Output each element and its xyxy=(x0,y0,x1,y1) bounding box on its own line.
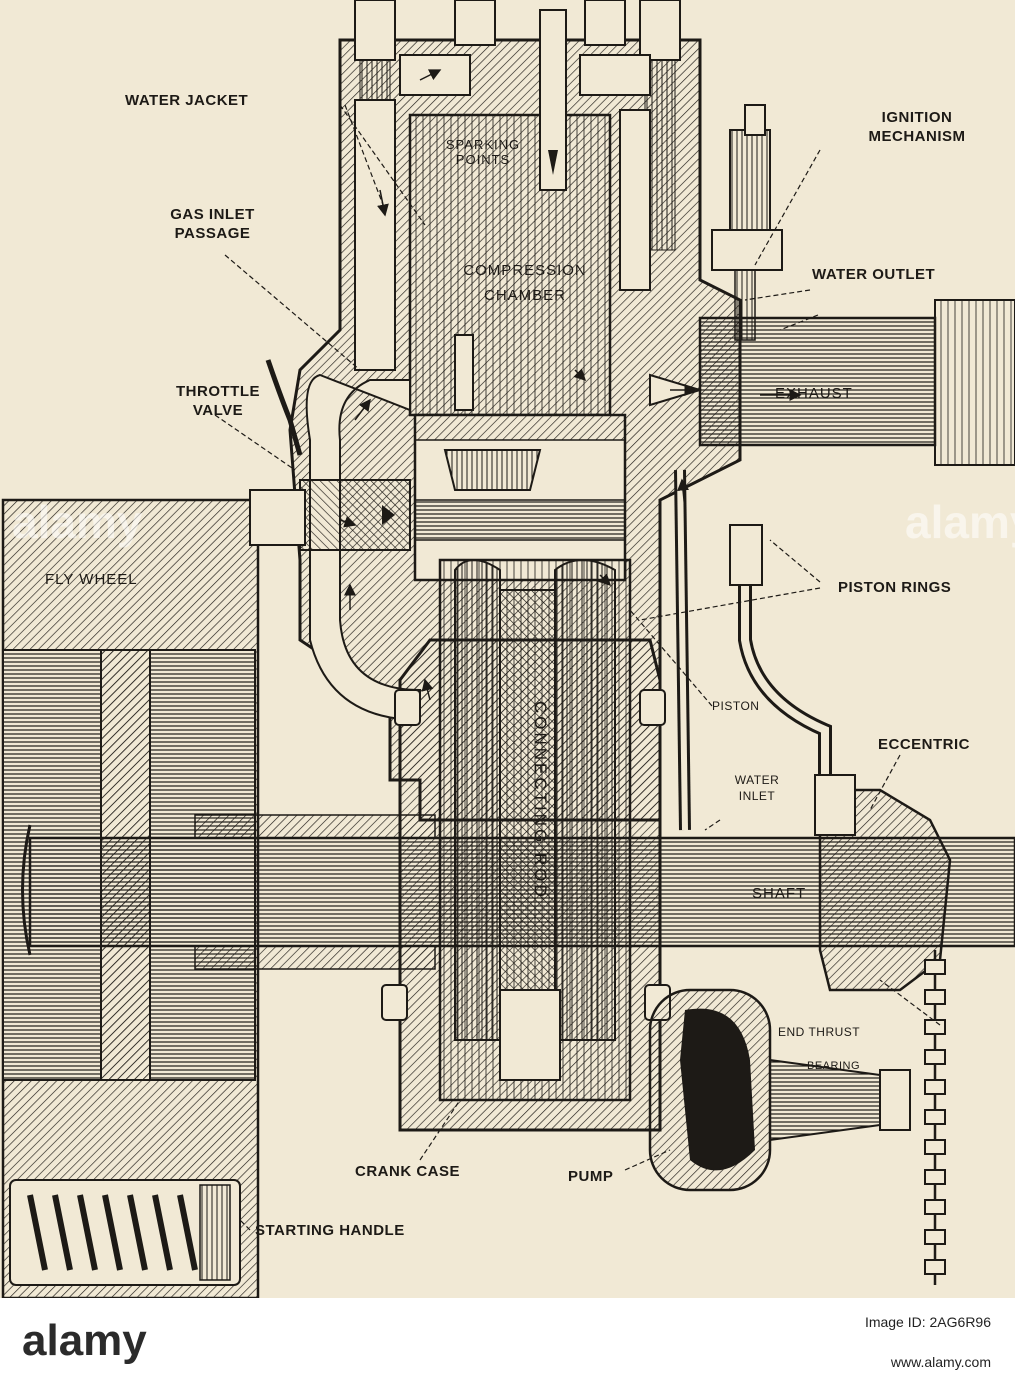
label-sparking-points: SPARKING POINTS xyxy=(445,137,521,167)
eccentric xyxy=(814,774,952,992)
label-water-inlet: WATER INLET xyxy=(734,773,780,803)
label-piston: PISTON xyxy=(712,699,760,713)
label-water-outlet: WATER OUTLET xyxy=(812,266,936,283)
label-water-jacket: WATER JACKET xyxy=(125,92,249,109)
label-piston-rings: PISTON RINGS xyxy=(838,579,952,596)
label-ignition-mechanism: IGNITION MECHANISM xyxy=(868,109,966,145)
water-pipe xyxy=(674,469,832,831)
label-bearing: BEARING xyxy=(807,1060,861,1072)
label-compression-chamber: COMPRESSION CHAMBER xyxy=(463,262,587,304)
label-gas-inlet-passage: GAS INLET PASSAGE xyxy=(170,206,255,242)
label-starting-handle: STARTING HANDLE xyxy=(255,1222,405,1239)
watermark-right: alamy xyxy=(905,496,1015,548)
flow-arrows xyxy=(339,69,802,701)
footer-logo[interactable]: alamy xyxy=(22,1316,147,1365)
crank-case xyxy=(381,558,671,1132)
label-exhaust: EXHAUST xyxy=(775,385,853,402)
label-pump: PUMP xyxy=(568,1168,614,1185)
ignition-mechanism xyxy=(711,104,783,341)
label-end-thrust: END THRUST xyxy=(778,1025,861,1039)
label-connecting-rod: CONNECTING ROD xyxy=(531,700,550,900)
pump xyxy=(648,950,946,1285)
engine-cross-section-plate: WATER JACKET IGNITION MECHANISM SPARKING… xyxy=(0,0,1015,1298)
label-shaft: SHAFT xyxy=(752,885,807,902)
footer-url[interactable]: www.alamy.com xyxy=(890,1354,991,1370)
footer-bar: alamy Image ID: 2AG6R96 www.alamy.com xyxy=(0,1298,1015,1390)
footer-image-id: Image ID: 2AG6R96 xyxy=(864,1314,991,1330)
engine-drawing xyxy=(1,0,1015,1298)
watermark-left: alamy xyxy=(12,496,143,548)
label-throttle-valve: THROTTLE VALVE xyxy=(176,383,260,419)
label-eccentric: ECCENTRIC xyxy=(878,736,971,753)
label-fly-wheel: FLY WHEEL xyxy=(45,571,138,588)
leader-lines xyxy=(214,104,941,1231)
label-crank-case: CRANK CASE xyxy=(355,1163,461,1180)
exhaust-pipe xyxy=(649,299,1015,466)
